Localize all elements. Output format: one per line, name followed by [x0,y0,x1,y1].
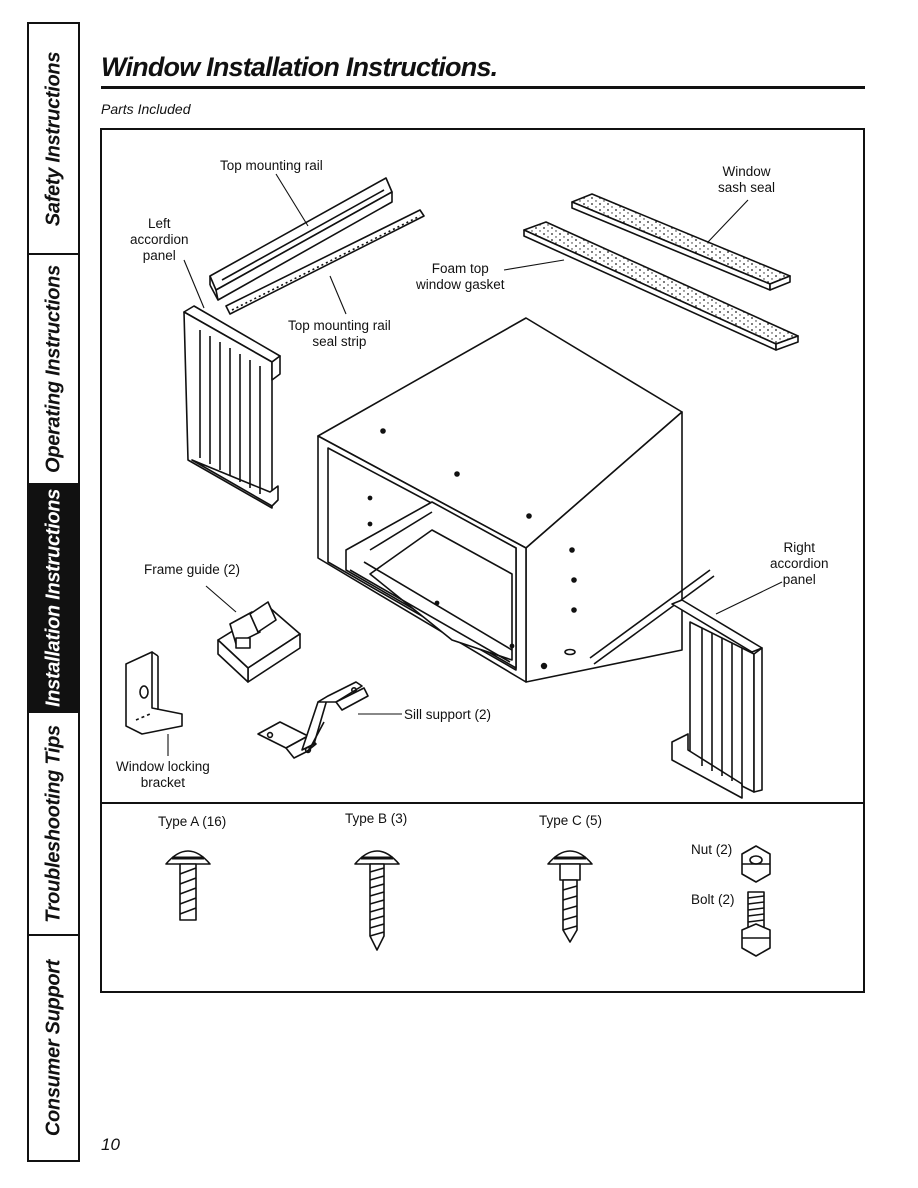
leader-lines [167,173,783,756]
tab-label: Troubleshooting Tips [42,724,64,923]
tab-installation-instructions[interactable]: Installation Instructions [29,485,78,713]
label-nut: Nut (2) [691,842,733,857]
label-type-b: Type B (3) [345,811,408,826]
frame-guide [217,601,301,683]
tab-label: Installation Instructions [42,488,64,708]
label-left-accordion-panel: Left accordion panel [130,216,189,263]
tab-operating-instructions[interactable]: Operating Instructions [29,255,78,485]
label-top-mounting-rail-seal-strip: Top mounting rail seal strip [288,318,391,349]
type-a-screw [165,850,211,921]
label-top-mounting-rail: Top mounting rail [220,158,323,173]
sill-support [257,681,369,759]
side-tabs: Safety Instructions Operating Instructio… [27,22,80,1162]
parts-illustration [125,173,799,957]
section-divider [102,802,863,804]
right-accordion-panel [671,599,763,799]
left-accordion-panel [183,305,281,509]
top-mounting-rail [209,177,393,301]
window-sash-seal [571,193,791,291]
window-locking-bracket [125,651,183,735]
label-foam-top-window-gasket: Foam top window gasket [416,261,505,292]
label-type-a: Type A (16) [158,814,227,829]
tab-consumer-support[interactable]: Consumer Support [29,936,78,1160]
label-window-locking-bracket: Window locking bracket [116,759,210,790]
page-title: Window Installation Instructions. [101,52,498,82]
type-c-screw [547,850,593,943]
tab-troubleshooting-tips[interactable]: Troubleshooting Tips [29,713,78,936]
tab-safety-instructions[interactable]: Safety Instructions [29,24,78,255]
title-rule [101,86,865,89]
label-frame-guide: Frame guide (2) [144,562,241,577]
label-right-accordion-panel: Right accordion panel [770,540,829,587]
section-subtitle: Parts Included [101,101,191,117]
nut [741,845,771,883]
top-mounting-rail-seal-strip [225,209,425,315]
label-bolt: Bolt (2) [691,892,735,907]
tab-label: Operating Instructions [42,265,64,473]
label-window-sash-seal: Window sash seal [718,164,776,195]
type-b-screw [354,850,400,951]
foam-top-window-gasket [523,221,799,351]
parts-box: Top mounting rail Left accordion panel W… [100,128,865,993]
label-sill-support: Sill support (2) [404,707,492,722]
page-number: 10 [101,1135,120,1154]
bolt [741,891,771,957]
case-cabinet [317,317,715,683]
tab-label: Safety Instructions [42,51,64,226]
label-type-c: Type C (5) [539,813,603,828]
tab-label: Consumer Support [42,959,64,1137]
